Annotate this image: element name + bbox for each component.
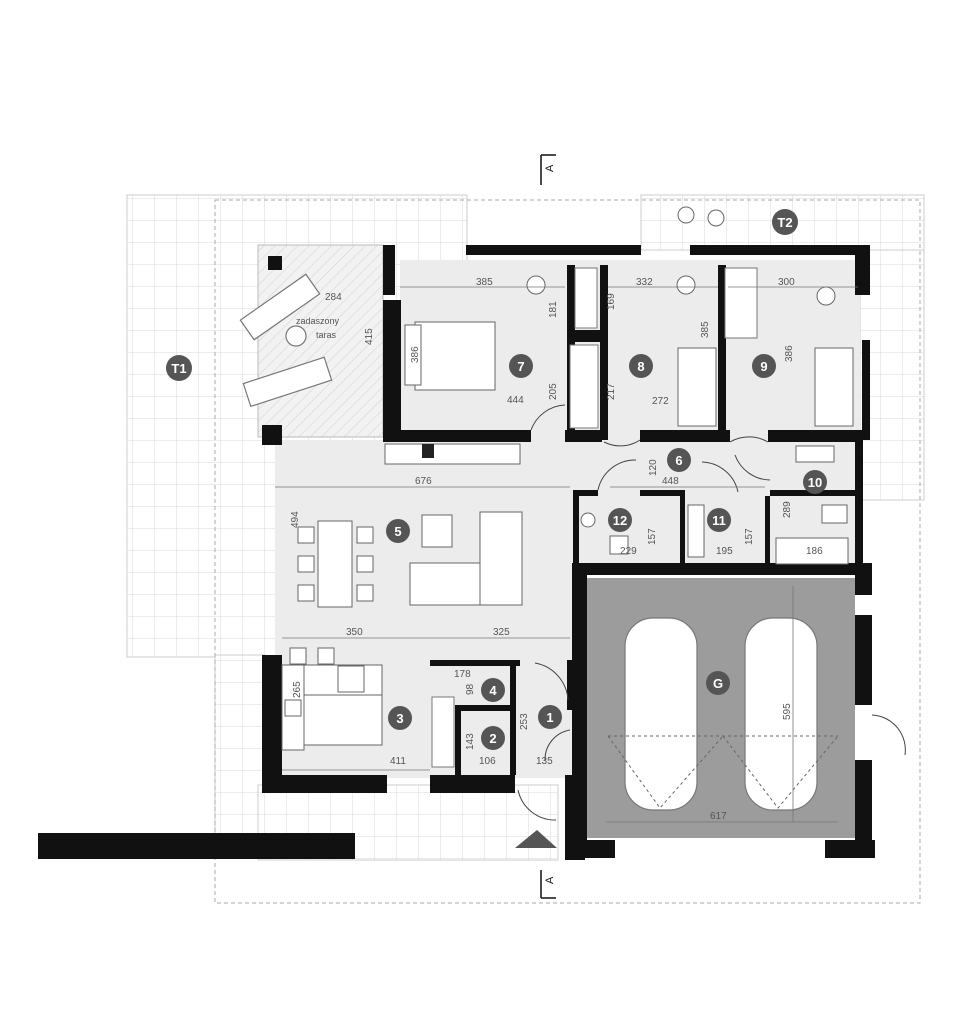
room-badge-1: 1 [538, 705, 562, 729]
dim-98: 98 [465, 683, 476, 695]
dim-284: 284 [325, 292, 342, 303]
room-badge-t2: T2 [772, 209, 798, 235]
dim-229: 229 [620, 546, 637, 557]
room-badge-10: 10 [803, 470, 827, 494]
dim-181: 181 [548, 301, 559, 318]
room-badge-8: 8 [629, 354, 653, 378]
svg-text:3: 3 [396, 711, 403, 726]
terrace-east [859, 249, 925, 501]
door-swings [517, 404, 906, 821]
svg-text:9: 9 [760, 359, 767, 374]
room-badge-g: G [706, 671, 730, 695]
dim-178: 178 [454, 669, 471, 680]
svg-text:G: G [713, 676, 723, 691]
dimension-lines [275, 286, 858, 823]
dim-386b: 386 [784, 345, 795, 362]
room-badge-12: 12 [608, 508, 632, 532]
kitchen-icon [281, 647, 383, 751]
room-badge-2: 2 [481, 726, 505, 750]
svg-text:8: 8 [637, 359, 644, 374]
dim-169: 169 [606, 293, 617, 310]
dim-265: 265 [292, 681, 303, 698]
room-badge-6: 6 [667, 448, 691, 472]
section-label-top: A [544, 164, 556, 172]
svg-text:4: 4 [489, 683, 497, 698]
svg-text:1: 1 [546, 710, 553, 725]
section-marker-top: A [540, 154, 556, 185]
section-marker-bottom: A [540, 870, 556, 899]
svg-text:10: 10 [808, 475, 822, 490]
terrace-label: zadaszony [296, 316, 340, 326]
svg-text:12: 12 [613, 513, 627, 528]
car-icon [624, 617, 818, 811]
dim-106: 106 [479, 756, 496, 767]
dim-272: 272 [652, 396, 669, 407]
terrace-label-2: taras [316, 330, 337, 340]
dim-350: 350 [346, 627, 363, 638]
dim-332: 332 [636, 277, 653, 288]
dim-143: 143 [465, 733, 476, 750]
dining-table-icon [297, 520, 374, 608]
dim-157a: 157 [647, 528, 658, 545]
dim-120: 120 [648, 459, 659, 476]
roof-outline [214, 199, 921, 904]
dim-135: 135 [536, 756, 553, 767]
chimney [268, 256, 282, 270]
dim-676: 676 [415, 476, 432, 487]
lounger-icon [239, 273, 333, 408]
svg-text:2: 2 [489, 731, 496, 746]
sofa-icon [409, 511, 523, 606]
dim-253: 253 [519, 713, 530, 730]
dim-300: 300 [778, 277, 795, 288]
dim-411: 411 [390, 756, 406, 767]
dim-217: 217 [606, 383, 617, 400]
fireplace-icon [384, 443, 521, 465]
bed-icon [404, 321, 854, 427]
dim-157b: 157 [744, 528, 755, 545]
dim-195: 195 [716, 546, 733, 557]
dim-494: 494 [290, 511, 301, 528]
room-badge-4: 4 [481, 678, 505, 702]
dim-415: 415 [364, 328, 375, 345]
wardrobe-icon [431, 267, 758, 768]
svg-text:T2: T2 [777, 215, 792, 230]
garage-door-swing [607, 735, 839, 809]
toilet-icon [526, 206, 848, 555]
entrance-arrow-icon [515, 830, 557, 848]
dim-617: 617 [710, 811, 727, 822]
room-badge-7: 7 [509, 354, 533, 378]
svg-text:6: 6 [675, 453, 682, 468]
svg-text:7: 7 [517, 359, 524, 374]
room-badge-5: 5 [386, 519, 410, 543]
room-badge-t1: T1 [166, 355, 192, 381]
bathtub-icon [687, 504, 849, 565]
dim-325: 325 [493, 627, 510, 638]
svg-text:T1: T1 [171, 361, 186, 376]
section-label-bottom: A [544, 876, 556, 884]
dim-205: 205 [548, 383, 559, 400]
dim-385b: 385 [700, 321, 711, 338]
svg-text:5: 5 [394, 524, 401, 539]
room-badge-9: 9 [752, 354, 776, 378]
dim-385: 385 [476, 277, 493, 288]
dim-386a: 386 [410, 346, 421, 363]
dim-595: 595 [782, 703, 793, 720]
covered-terrace [257, 244, 384, 438]
svg-text:11: 11 [712, 513, 726, 528]
dim-186: 186 [806, 546, 823, 557]
dim-289: 289 [782, 501, 793, 518]
stove-icon [422, 444, 434, 458]
room-badge-11: 11 [707, 508, 731, 532]
dim-444: 444 [507, 395, 524, 406]
room-badge-3: 3 [388, 706, 412, 730]
dim-448: 448 [662, 476, 679, 487]
